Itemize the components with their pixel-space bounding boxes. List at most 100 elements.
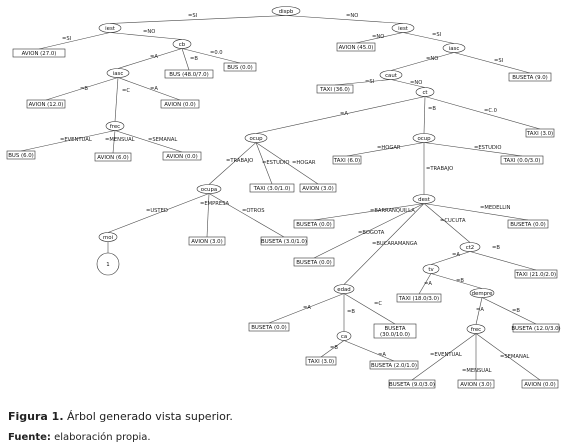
edge-label: =B xyxy=(80,86,88,92)
edge-label: =SI xyxy=(62,36,72,42)
node-label: dest xyxy=(418,197,430,203)
edge-label: =OTROS xyxy=(242,208,265,214)
node-label: BUS (48.0/7.0) xyxy=(169,72,208,78)
node-label: caut xyxy=(385,73,397,79)
leaf-node-l_avion00c: AVION (0.0) xyxy=(521,379,559,389)
leaf-node-l_buseta9b: BUSETA (9.0/3.0) xyxy=(388,379,436,389)
edge-label: =CUCUTA xyxy=(440,218,466,224)
node-label: AVION (0.0) xyxy=(164,102,195,108)
node-label: ocup xyxy=(417,136,431,142)
node-label: BUSETA (2.0/1.0) xyxy=(371,363,417,369)
edge-line xyxy=(117,77,181,101)
edge-line xyxy=(117,48,183,69)
node-label: AVION (3.0) xyxy=(191,239,222,245)
edge-line xyxy=(285,15,404,24)
edge-line xyxy=(112,130,116,154)
node-label: iasc xyxy=(449,46,460,52)
node-label: BUS (6.0) xyxy=(8,153,34,159)
edge-label: =A xyxy=(340,111,348,117)
edge-label: =BUCARAMANGA xyxy=(372,241,418,247)
edge-label: =B xyxy=(456,278,464,284)
leaf-node-l_avion30a: AVION (3.0) xyxy=(299,183,337,193)
edge-line xyxy=(355,32,404,44)
edge-label: =B xyxy=(190,56,198,62)
node-label: iest xyxy=(105,26,115,32)
node-label: TAXI (0.0/3.0) xyxy=(503,158,541,164)
node-label: dempre xyxy=(472,291,494,297)
edge-label: =SI xyxy=(188,13,198,19)
leaf-node-l_bus00: BUS (0.0) xyxy=(223,62,257,72)
edge-label: =NO xyxy=(143,29,155,35)
edge-line xyxy=(313,203,425,259)
edge-line xyxy=(268,293,345,324)
leaf-node-l_buseta00b: BUSETA (0.0) xyxy=(293,257,335,267)
node-label: TAXI (3.0/1.0) xyxy=(253,186,291,192)
decision-node-iasc2: iasc xyxy=(442,43,466,53)
node-label: BUSETA(30.0/10.0) xyxy=(380,326,410,338)
edge-line xyxy=(208,142,257,185)
edge-label: =A xyxy=(378,352,386,358)
edge-line xyxy=(255,142,319,185)
edge-line xyxy=(114,130,183,153)
decision-node-ocupa: ocupa xyxy=(196,184,222,194)
edge-line xyxy=(390,52,455,71)
leaf-node-l_bus48: BUS (48.0/7.0) xyxy=(164,69,214,79)
decision-node-frec1: frec xyxy=(105,121,125,131)
node-label: AVION (6.0) xyxy=(97,155,128,161)
edge-line xyxy=(20,130,116,152)
leaf-node-l_taxi18: TAXI (18.0/3.0) xyxy=(396,293,442,303)
edge-line xyxy=(430,251,471,265)
edge-line xyxy=(481,297,537,325)
node-label: BUSETA (0.0) xyxy=(251,325,287,331)
edge-label: =A xyxy=(303,305,311,311)
node-label: frec xyxy=(471,327,481,333)
decision-node-ocup2: ocup xyxy=(412,133,436,143)
node-label: frec xyxy=(110,124,120,130)
decision-node-iest1: iest xyxy=(98,23,122,33)
leaf-node-l_bus6: BUS (6.0) xyxy=(6,150,36,160)
node-label: AVION (45.0) xyxy=(339,45,374,51)
node-label: edad xyxy=(337,287,350,293)
edge-label: =BOGOTA xyxy=(358,230,385,236)
edges-layer: =SI=NO=SI=NO=NO=SI=A=B=0.0=B=C=A=SI=NO=S… xyxy=(20,13,541,381)
leaf-node-l_avion30b: AVION (3.0) xyxy=(188,236,226,246)
edge-line xyxy=(109,15,287,24)
edge-label: =TRABAJO xyxy=(226,158,253,164)
edge-label: =SEMANAL xyxy=(148,137,177,143)
leaf-node-l_buseta00d: BUSETA (0.0) xyxy=(248,322,290,332)
decision-node-edad: edad xyxy=(333,284,355,294)
decision-node-tv: tv xyxy=(422,264,440,274)
leaf-node-l_buseta31: BUSETA (3.0/1.0) xyxy=(260,236,308,246)
edge-label: =C xyxy=(122,88,130,94)
edge-label: =MENSUAL xyxy=(462,368,492,374)
edge-label: =EVENTUAL xyxy=(430,352,462,358)
edge-label: =ESTUDIO xyxy=(262,160,290,166)
edge-line xyxy=(313,203,425,221)
edge-line xyxy=(109,32,183,40)
leaf-node-l_avion45: AVION (45.0) xyxy=(336,42,376,52)
edge-line xyxy=(402,32,455,44)
decision-node-frec2: frec xyxy=(466,324,486,334)
edge-line xyxy=(453,52,531,74)
figure-caption: Figura 1. Árbol generado vista superior. xyxy=(8,410,233,423)
edge-label: =SI xyxy=(365,79,375,85)
edge-label: =EVENTUAL xyxy=(60,137,92,143)
edge-label: =A xyxy=(150,86,158,92)
leaf-node-l_avion00a: AVION (0.0) xyxy=(160,99,200,109)
node-label: TAXI (6.0) xyxy=(333,158,360,164)
node-label: 1 xyxy=(106,262,109,268)
edge-label: =SI xyxy=(432,32,442,38)
edge-line xyxy=(343,340,395,362)
node-label: AVION (3.0) xyxy=(302,186,333,192)
leaf-node-l_avion30c: AVION (3.0) xyxy=(457,379,495,389)
edge-label: =B xyxy=(347,309,355,315)
node-label: BUSETA (0.0) xyxy=(510,222,546,228)
edge-line xyxy=(390,79,426,88)
edge-label: =NO xyxy=(372,34,384,40)
edge-line xyxy=(320,340,345,358)
edge-line xyxy=(343,203,425,285)
edge-line xyxy=(430,273,483,289)
node-label: ca xyxy=(341,334,347,340)
edge-label: =0.0 xyxy=(210,50,223,56)
edge-label: =A xyxy=(476,307,484,313)
